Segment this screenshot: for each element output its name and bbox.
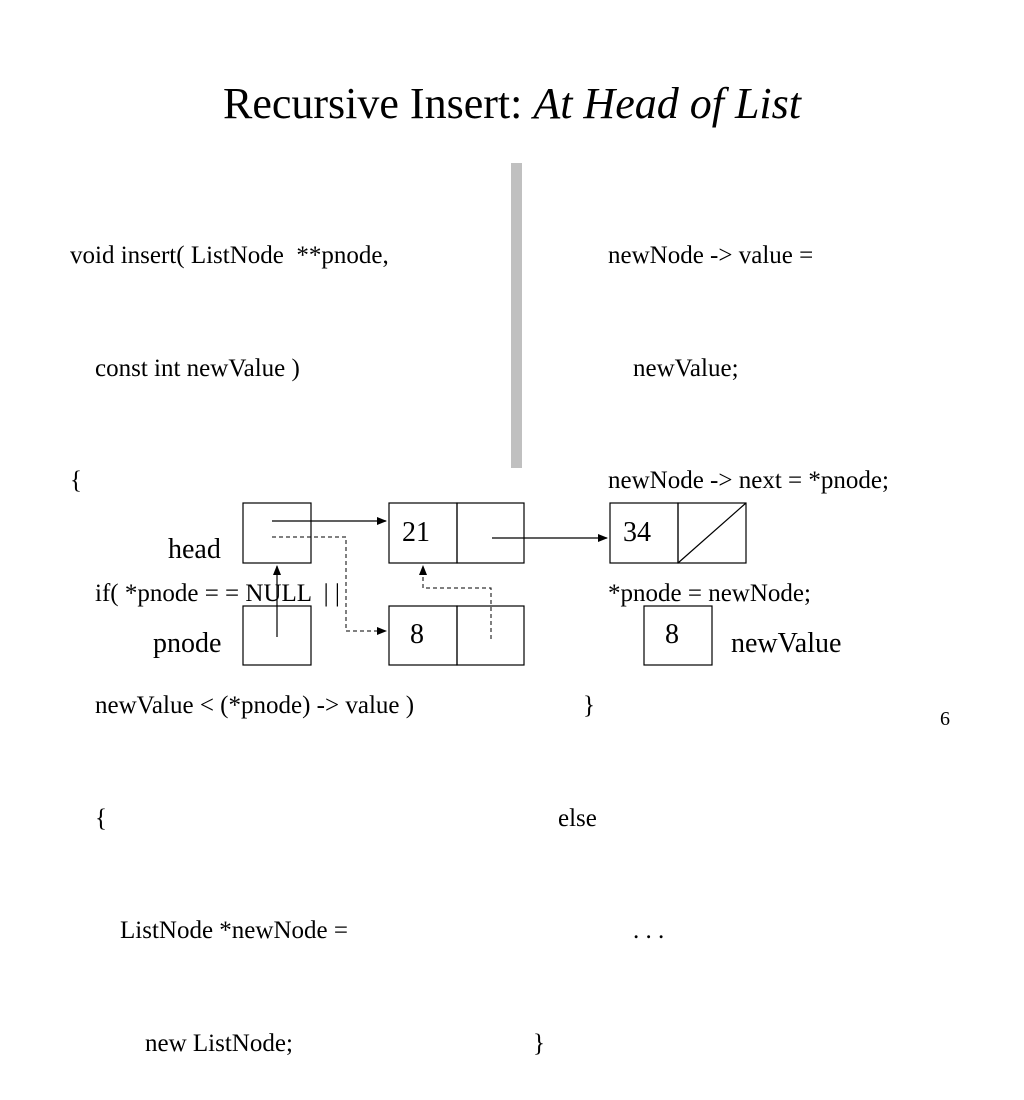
node-next-cell [456,502,525,564]
pnode-label: pnode [153,628,221,659]
head-label: head [168,534,221,565]
node-value-text: 21 [402,517,430,548]
list-node-second: 34 [609,502,747,564]
code-line: } [533,692,595,719]
page-number: 6 [940,708,950,730]
head-to-new-node-dashed-arrow [272,536,387,635]
code-line: else [533,804,597,832]
code-line: { [70,804,107,832]
node-next-cell [456,605,525,666]
new-value-box-text: 8 [665,619,679,650]
new-value-box [643,605,713,666]
code-line: *pnode = newNode; [533,579,811,607]
code-line: const int newValue ) [70,354,300,382]
slide-title: Recursive Insert: At Head of List [0,78,1024,129]
list-node-first: 21 [388,502,525,564]
head-pointer-box [242,502,312,564]
title-main: Recursive Insert: [222,79,534,128]
code-line: if( *pnode = = NULL | | [70,579,340,607]
code-line: newNode -> value = [533,242,814,269]
code-line: new ListNode; [70,1029,293,1057]
code-line: newValue < (*pnode) -> value ) [70,692,415,719]
linked-list-diagram: head pnode 21 34 8 8 newValue [153,502,841,666]
new-value-label: newValue [731,628,841,659]
node-next-cell [677,502,747,564]
code-line: . . . [533,917,665,944]
code-line: } [533,1029,545,1057]
code-line: void insert( ListNode **pnode, [70,242,389,269]
node-value-text: 8 [410,619,424,650]
column-divider [511,163,522,468]
node-value-text: 34 [623,517,651,548]
code-line: { [70,467,82,494]
new-node-to-first-dashed-arrow [419,565,492,639]
code-line: newNode -> next = *pnode; [533,467,889,494]
code-line: ListNode *newNode = [70,917,348,944]
null-slash [677,502,747,564]
title-italic: At Head of List [533,79,802,128]
list-node-new: 8 [388,605,525,666]
code-line: newValue; [533,354,739,382]
